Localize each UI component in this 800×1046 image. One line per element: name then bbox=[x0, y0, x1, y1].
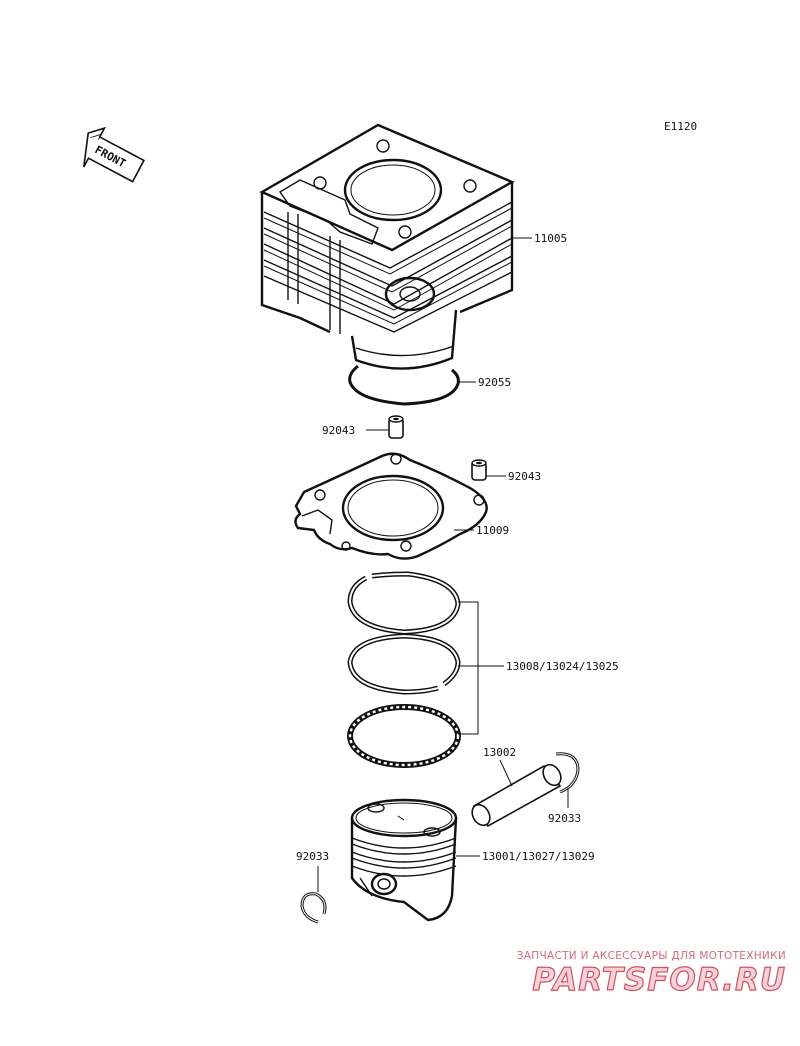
cylinder-part[interactable] bbox=[259, 123, 515, 370]
callout-92033-right[interactable]: 92033 bbox=[548, 812, 581, 825]
callout-92033-left[interactable]: 92033 bbox=[296, 850, 329, 863]
piston-pin-part[interactable] bbox=[469, 761, 565, 828]
circlip-part-left[interactable] bbox=[300, 892, 327, 924]
front-arrow-icon: FRONT bbox=[82, 126, 145, 183]
dowel-pin-part-left[interactable] bbox=[388, 415, 404, 439]
watermark: ЗАПЧАСТИ И АКСЕССУАРЫ ДЛЯ МОТОТЕХНИКИ PA… bbox=[516, 950, 786, 999]
piston-ring-top[interactable] bbox=[347, 571, 461, 635]
callout-13002[interactable]: 13002 bbox=[483, 746, 516, 759]
callout-13008-13024-13025[interactable]: 13008/13024/13025 bbox=[506, 660, 619, 673]
callout-92043-left[interactable]: 92043 bbox=[322, 424, 355, 437]
figure-code: E1120 bbox=[664, 120, 697, 133]
watermark-logo: PARTSFOR.RU bbox=[532, 961, 786, 998]
gasket-part[interactable] bbox=[294, 452, 488, 560]
callout-92055[interactable]: 92055 bbox=[478, 376, 511, 389]
piston-ring-oil[interactable] bbox=[347, 704, 461, 768]
watermark-tagline: ЗАПЧАСТИ И АКСЕССУАРЫ ДЛЯ МОТОТЕХНИКИ bbox=[516, 950, 786, 962]
callout-11005[interactable]: 11005 bbox=[534, 232, 567, 245]
leader-line bbox=[499, 759, 513, 787]
callout-13001-13027-13029[interactable]: 13001/13027/13029 bbox=[482, 850, 595, 863]
o-ring-part[interactable] bbox=[348, 364, 460, 406]
callout-92043-right[interactable]: 92043 bbox=[508, 470, 541, 483]
piston-ring-second[interactable] bbox=[347, 633, 461, 695]
circlip-part-right[interactable] bbox=[555, 752, 580, 794]
callout-11009[interactable]: 11009 bbox=[476, 524, 509, 537]
dowel-pin-part-right[interactable] bbox=[471, 459, 487, 481]
piston-part[interactable] bbox=[350, 798, 458, 922]
leader-line bbox=[458, 601, 504, 735]
